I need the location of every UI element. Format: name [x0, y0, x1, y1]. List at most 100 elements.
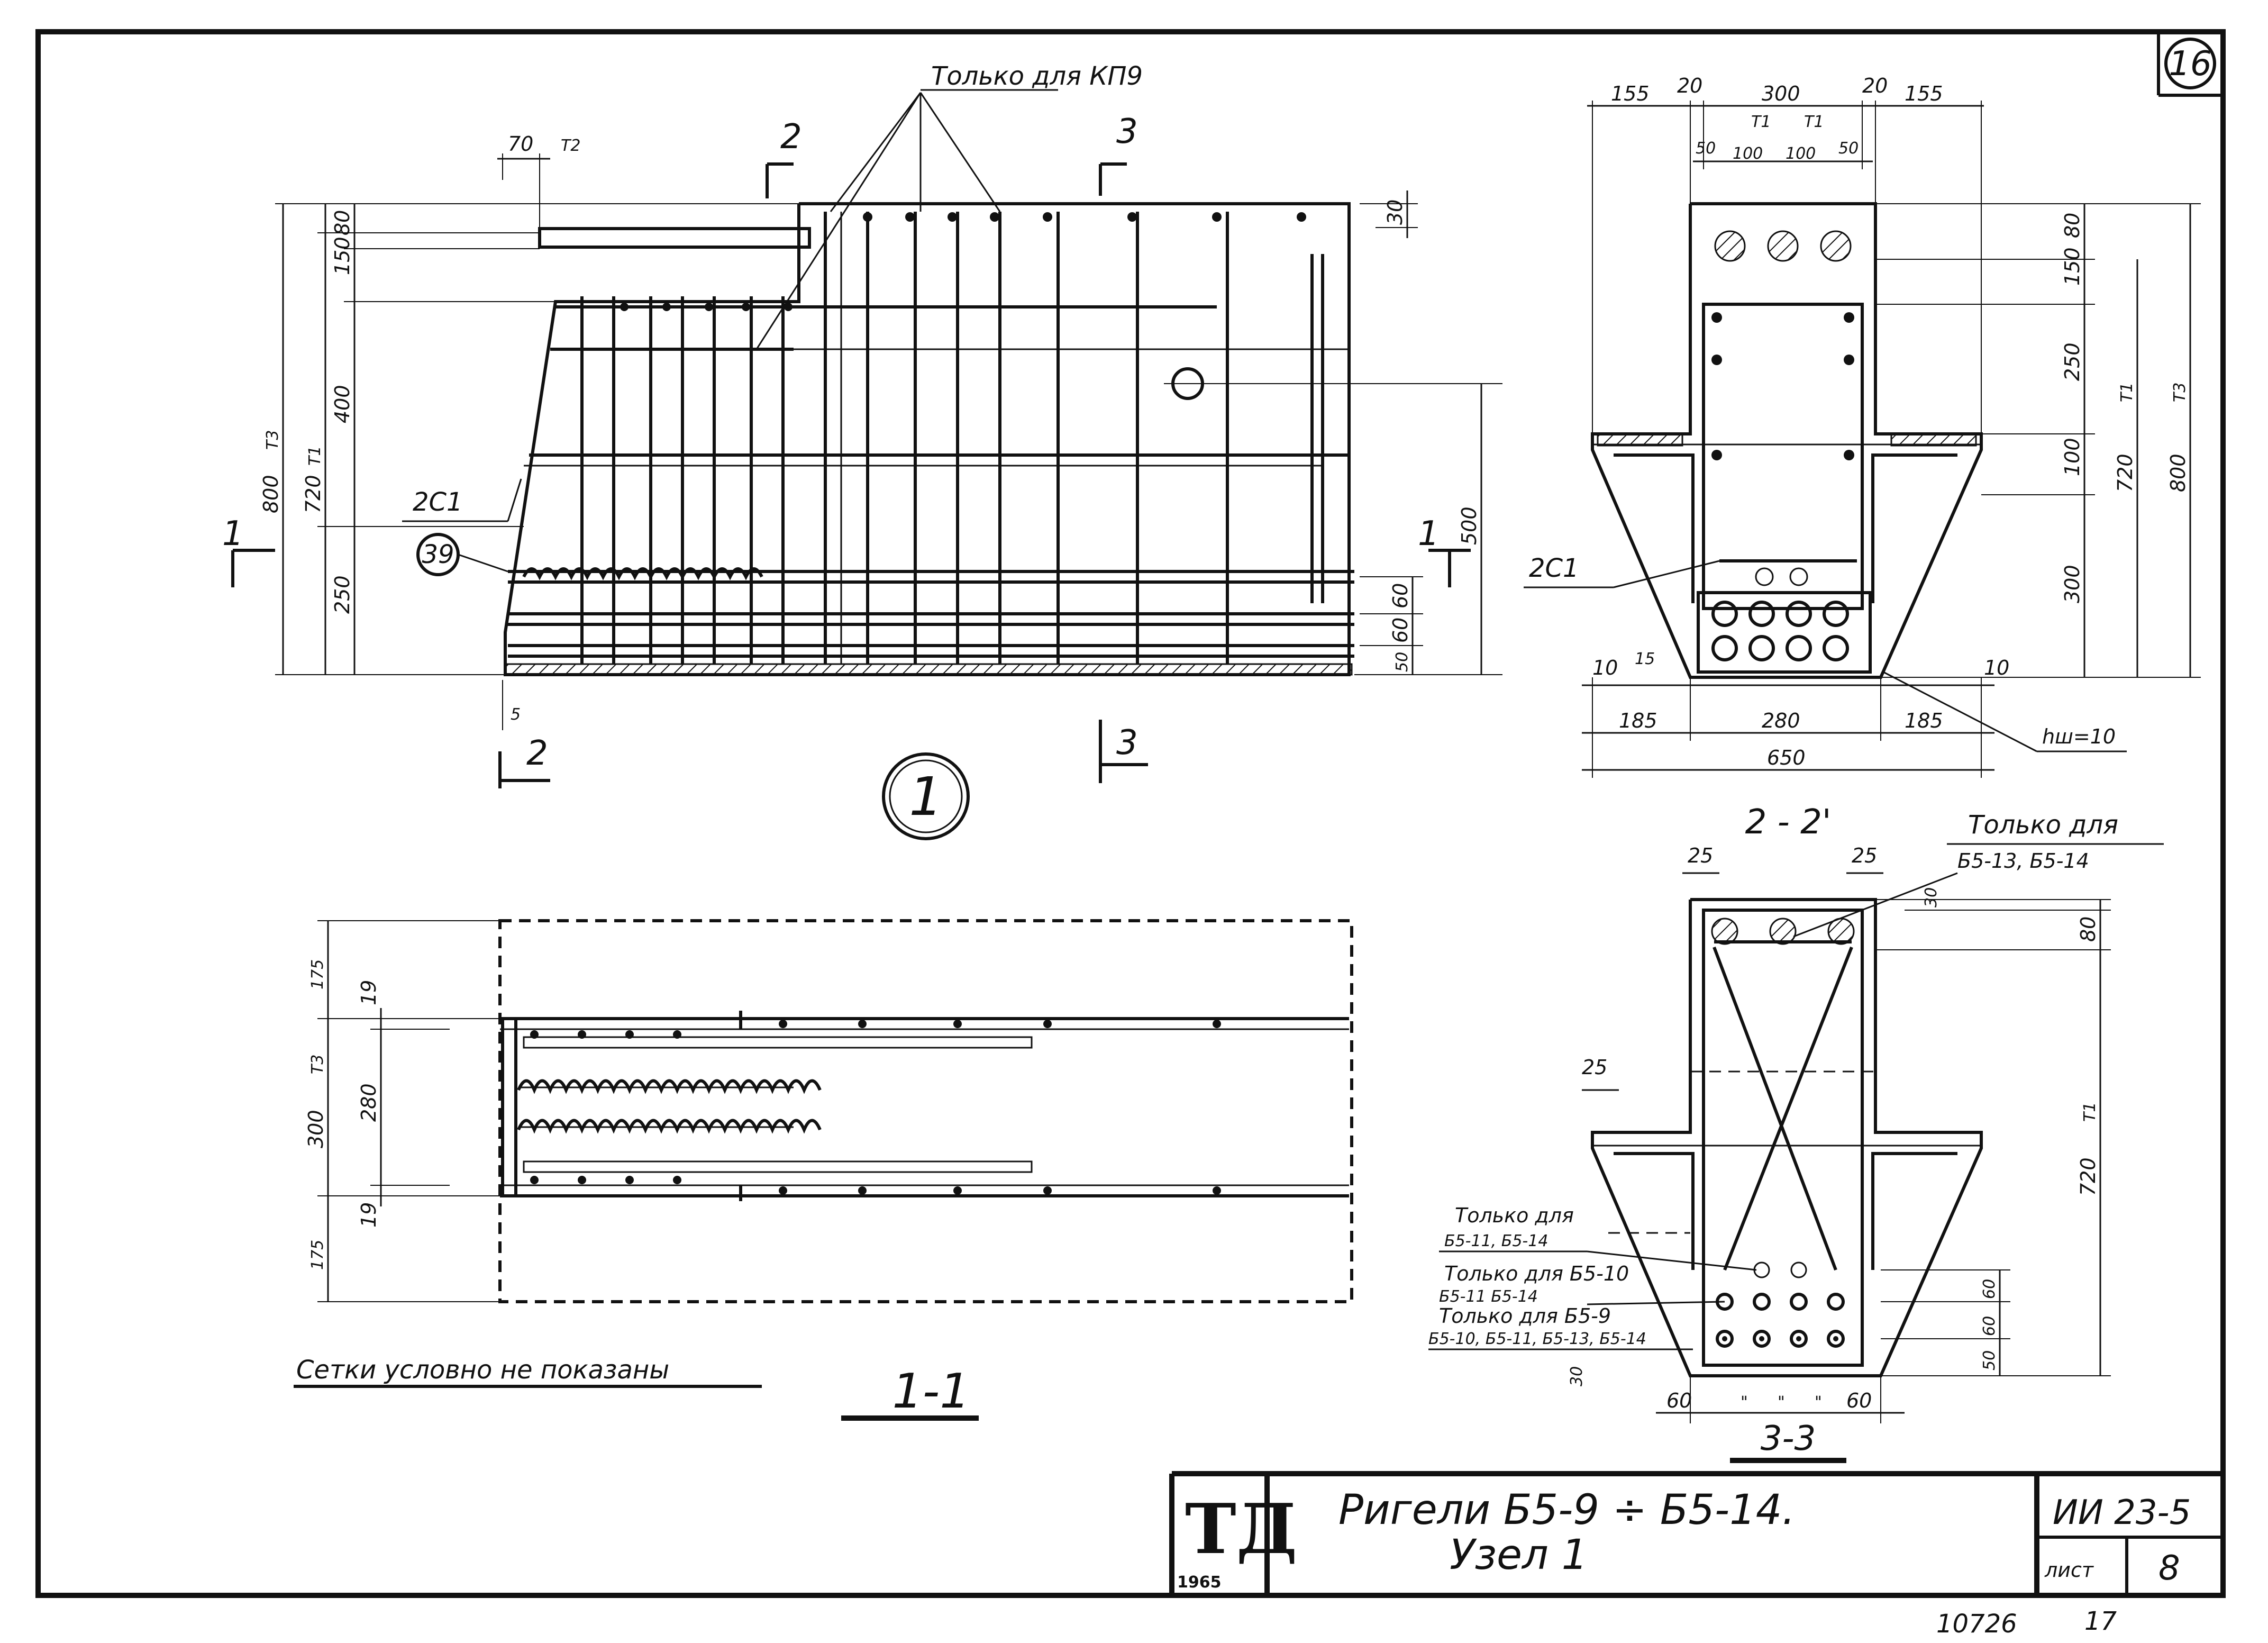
title-block: ТД 1965 Ригели Б5-9 ÷ Б5-14. Узел 1 ИИ 2… — [1169, 1471, 2223, 1595]
svg-text:T2: T2 — [561, 137, 580, 155]
svg-text:30: 30 — [1568, 1366, 1586, 1386]
svg-text:15: 15 — [1635, 650, 1655, 668]
section-cut-2-bottom: 2 — [498, 734, 550, 788]
svg-text:Только для: Только для — [1455, 1204, 1574, 1227]
svg-text:T1: T1 — [306, 446, 324, 466]
svg-text:155: 155 — [1905, 82, 1943, 105]
svg-text:2: 2 — [780, 117, 802, 157]
spiral-reinforcement — [522, 567, 763, 580]
svg-text:1: 1 — [222, 514, 244, 553]
section-cut-3-top: 3 — [1099, 112, 1138, 196]
svg-text:250: 250 — [331, 575, 354, 614]
elevation-top-dims: 70 T2 — [497, 132, 580, 228]
svg-text:Только для Б5-10: Только для Б5-10 — [1444, 1262, 1629, 1285]
svg-text:10: 10 — [1592, 656, 1618, 679]
svg-text:T1: T1 — [1804, 113, 1824, 131]
svg-text:2С1: 2С1 — [1529, 553, 1579, 583]
svg-text:100: 100 — [1733, 144, 1763, 163]
section-1-1-title: 1-1 — [892, 1364, 970, 1419]
elevation-view: Только для КП9 2 3 2 3 1 — [222, 61, 1502, 840]
section-cut-1-right: 1 — [1418, 514, 1471, 587]
svg-text:800: 800 — [2166, 453, 2190, 492]
footer-number: 10726 — [1936, 1609, 2017, 1639]
svg-text:3: 3 — [1116, 112, 1138, 151]
svg-text:30: 30 — [1383, 199, 1407, 225]
svg-text:Б5-11 Б5-14: Б5-11 Б5-14 — [1439, 1287, 1538, 1306]
svg-text:30: 30 — [1922, 887, 1941, 907]
sheet-number: 16 — [2169, 44, 2211, 84]
svg-text:2: 2 — [526, 734, 548, 773]
svg-text:T1: T1 — [1751, 113, 1771, 131]
svg-text:400: 400 — [331, 385, 354, 423]
node-1-mark — [882, 752, 970, 840]
svg-text:80: 80 — [331, 210, 354, 235]
svg-text:300: 300 — [304, 1110, 327, 1148]
svg-text:19: 19 — [357, 1202, 380, 1228]
svg-text:Только для: Только для — [1968, 810, 2118, 840]
svg-text:60: 60 — [1389, 583, 1412, 609]
svg-text:720: 720 — [2114, 453, 2137, 492]
stirrups — [580, 212, 1324, 664]
svg-text:60: 60 — [1980, 1316, 1999, 1336]
svg-text:185: 185 — [1619, 709, 1657, 732]
svg-text:50: 50 — [1980, 1350, 1999, 1370]
svg-text:300: 300 — [1762, 82, 1800, 105]
svg-text:20: 20 — [1677, 74, 1702, 97]
svg-text:Б5-13, Б5-14: Б5-13, Б5-14 — [1957, 849, 2089, 873]
svg-text:280: 280 — [1762, 709, 1800, 732]
svg-text:50: 50 — [1838, 139, 1859, 158]
elevation-left-dims: 80 150 400 250 800 T3 720 T1 — [259, 203, 799, 675]
sheet-frame — [35, 29, 2226, 1598]
svg-text:T1: T1 — [2118, 383, 2136, 402]
title-block-year: 1965 — [1177, 1573, 1222, 1592]
section-cut-2-top: 2 — [766, 117, 802, 198]
svg-text:720: 720 — [2076, 1157, 2100, 1196]
svg-text:25: 25 — [1852, 844, 1877, 867]
bottom-bars-b — [1716, 1261, 1845, 1348]
svg-text:175: 175 — [308, 959, 327, 990]
svg-text:60: 60 — [1846, 1389, 1872, 1412]
svg-text:60: 60 — [1980, 1279, 1999, 1299]
svg-text:155: 155 — [1611, 82, 1650, 105]
title-block-logo: ТД — [1185, 1488, 1297, 1569]
elevation-right-dims: 30 500 60 60 50 — [1354, 190, 1502, 675]
svg-text:60: 60 — [1389, 618, 1412, 643]
title-block-code: ИИ 23-5 — [2053, 1493, 2191, 1532]
svg-text:175: 175 — [308, 1240, 327, 1270]
section-cut-3-bottom: 3 — [1099, 720, 1148, 783]
node-number: 1 — [909, 766, 943, 828]
svg-text:3: 3 — [1116, 723, 1138, 763]
sheet-number-box: 16 — [2157, 32, 2223, 97]
svg-text:Б5-10, Б5-11, Б5-13, Б5-14: Б5-10, Б5-11, Б5-13, Б5-14 — [1428, 1330, 1646, 1348]
title-block-sheet-value: 8 — [2158, 1549, 2180, 1588]
section-3-3-title: 3-3 — [1761, 1419, 1816, 1458]
svg-text:250: 250 — [2061, 342, 2084, 381]
svg-text:25: 25 — [1688, 844, 1713, 867]
svg-text:T3: T3 — [263, 430, 282, 450]
svg-text:50: 50 — [1393, 652, 1411, 672]
svg-text:70: 70 — [508, 132, 533, 156]
svg-text:80: 80 — [2061, 213, 2084, 238]
bottom-bars-a — [1711, 567, 1849, 661]
section-1-1: 175 19 T3 280 300 19 175 Сетки условно н… — [294, 919, 1353, 1421]
svg-text:280: 280 — [357, 1083, 380, 1122]
label-2c1: 2С1 — [413, 487, 463, 517]
svg-text:": " — [1778, 1393, 1785, 1412]
svg-text:50: 50 — [1696, 139, 1716, 158]
svg-text:720: 720 — [302, 475, 325, 513]
title-block-title: Ригели Б5-9 ÷ Б5-14. — [1338, 1486, 1795, 1534]
title-block-sheet-label: лист — [2044, 1558, 2094, 1582]
svg-text:19: 19 — [357, 980, 380, 1005]
svg-text:100: 100 — [1786, 144, 1816, 163]
svg-text:5: 5 — [511, 705, 521, 724]
svg-text:300: 300 — [2061, 565, 2084, 603]
cross-section-a: 155 20 300 20 155 T1 T1 50 100 100 50 80… — [1524, 74, 2201, 778]
svg-text:1: 1 — [1418, 514, 1440, 553]
svg-text:T1: T1 — [2081, 1102, 2099, 1122]
plan-bar-dots — [530, 1020, 1221, 1195]
svg-text:39: 39 — [422, 540, 454, 569]
svg-text:25: 25 — [1582, 1056, 1607, 1079]
svg-text:hш=10: hш=10 — [2042, 725, 2116, 748]
note-kp9: Только для КП9 — [931, 61, 1143, 91]
svg-text:10: 10 — [1984, 656, 2009, 679]
